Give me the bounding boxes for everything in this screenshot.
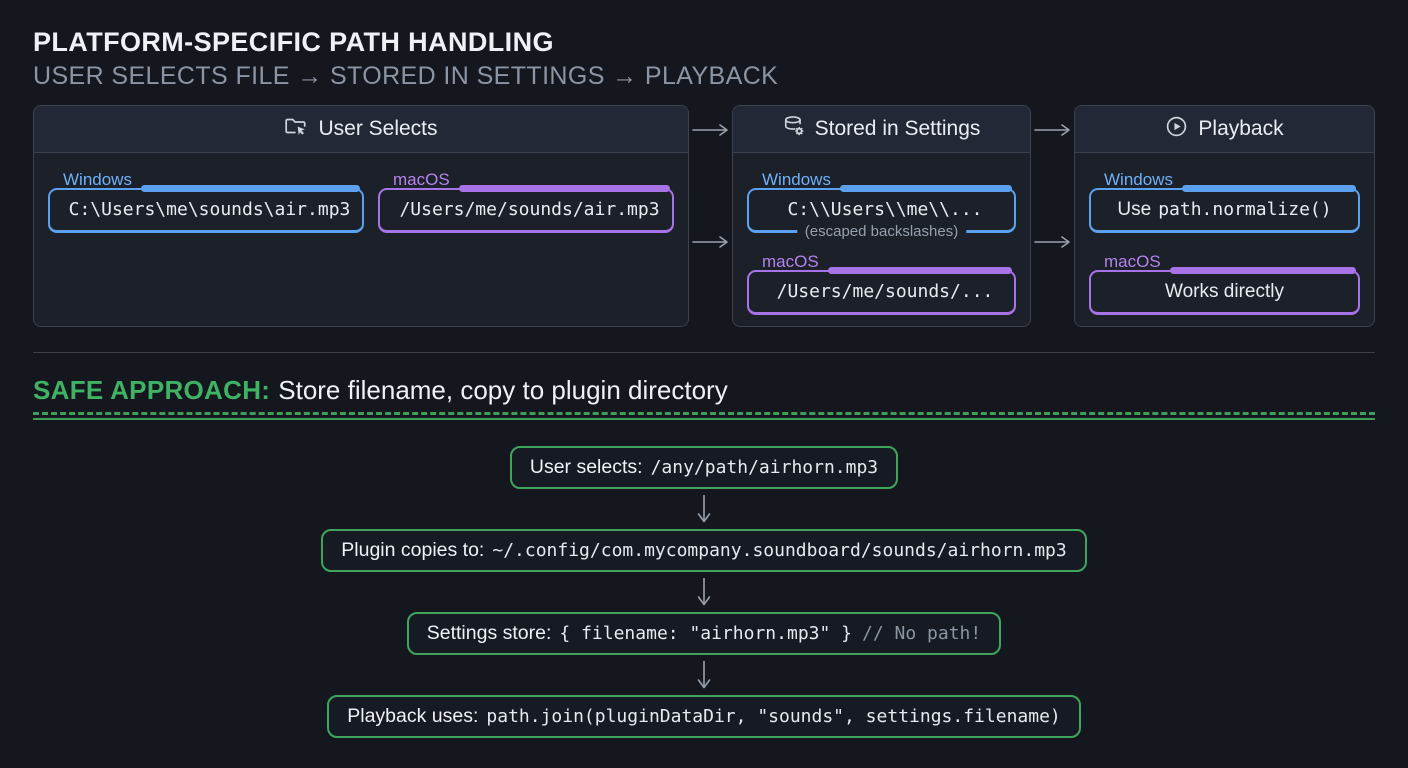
step-playback-uses: Playback uses: path.join(pluginDataDir, … [327,695,1081,738]
macos-path-box: /Users/me/sounds/air.mp3 [378,188,674,233]
windows-group-top: Windows [48,164,364,192]
down-arrow-icon [697,495,711,523]
macos-accent-bar [827,267,1012,274]
windows-path-code: C:\Users\me\sounds\air.mp3 [68,199,351,220]
step-label: Settings store: [426,622,552,644]
down-arrow-icon [697,578,711,606]
green-dashed-rule [33,412,1375,420]
windows-stored-box: C:\\Users\\me\\... (escaped backslashes) [747,188,1016,240]
safe-approach-heading: SAFE APPROACH:Store filename, copy to pl… [33,374,1375,406]
column-stored-in-settings-body: Windows C:\\Users\\me\\... (escaped back… [733,153,1030,326]
windows-playback-box: Use path.normalize() [1089,188,1360,233]
macos-label: macOS [393,170,450,189]
step-plugin-copies: Plugin copies to: ~/.config/com.mycompan… [321,529,1087,572]
windows-accent-bar [839,185,1012,192]
windows-label: Windows [63,170,132,189]
right-arrow-icon [1034,236,1070,248]
column-title: Playback [1198,117,1284,140]
column-playback-header: Playback [1075,106,1374,153]
step-code: { filename: "airhorn.mp3" } [559,623,853,644]
column-title: User Selects [318,117,438,140]
column-stored-in-settings: Stored in Settings Windows C:\\Users\\me… [732,105,1031,327]
windows-label: Windows [762,170,831,189]
right-arrow-icon [692,236,728,248]
safe-approach-rest: Store filename, copy to plugin directory [278,375,728,405]
column-playback-body: Windows Use path.normalize() macOS Works … [1075,153,1374,326]
column-playback: Playback Windows Use path.normalize() mac… [1074,105,1375,327]
arrow-gutter-1 [689,105,732,327]
settings-macos-group: macOS /Users/me/sounds/... [747,246,1016,315]
right-arrow-icon [1034,124,1070,136]
macos-playback-box: Works directly [1089,270,1360,315]
safe-approach-steps: User selects: /any/path/airhorn.mp3 Plug… [33,446,1375,738]
macos-group-top: macOS [378,164,674,192]
step-label: Playback uses: [347,705,479,727]
settings-windows-group: Windows C:\\Users\\me\\... (escaped back… [747,164,1016,240]
playback-windows-group: Windows Use path.normalize() [1089,164,1360,233]
macos-accent-bar [458,185,670,192]
safe-approach-highlight: SAFE APPROACH: [33,375,271,405]
windows-accent-bar [1181,185,1356,192]
column-title: Stored in Settings [814,117,981,140]
windows-accent-bar [140,185,360,192]
macos-path-code: /Users/me/sounds/air.mp3 [399,199,660,220]
step-settings-store: Settings store: { filename: "airhorn.mp3… [406,612,1002,655]
windows-path-box: C:\Users\me\sounds\air.mp3 [48,188,364,233]
step-code: ~/.config/com.mycompany.soundboard/sound… [492,540,1067,561]
macos-stored-box: /Users/me/sounds/... [747,270,1016,315]
macos-group-top: macOS [747,246,1016,274]
column-user-selects-body: Windows C:\Users\me\sounds\air.mp3 macOS… [34,153,688,326]
macos-group-top: macOS [1089,246,1360,274]
macos-accent-bar [1169,267,1356,274]
arrow-gutter-2 [1031,105,1074,327]
page-subtitle: USER SELECTS FILE → STORED IN SETTINGS →… [33,62,779,90]
column-user-selects: User Selects Windows C:\Users\me\sounds\… [33,105,689,327]
windows-playback-code: path.normalize() [1158,199,1332,220]
windows-playback-prefix: Use [1117,199,1152,220]
user-selects-macos-group: macOS /Users/me/sounds/air.mp3 [378,164,674,233]
step-user-selects: User selects: /any/path/airhorn.mp3 [509,446,899,489]
escaped-backslashes-caption: (escaped backslashes) [796,222,967,240]
windows-label: Windows [1104,170,1173,189]
database-gear-icon [783,115,805,143]
step-label: User selects: [529,456,643,478]
step-code: /any/path/airhorn.mp3 [650,457,879,478]
play-circle-icon [1165,115,1188,144]
user-selects-windows-group: Windows C:\Users\me\sounds\air.mp3 [48,164,364,233]
step-label: Plugin copies to: [341,539,485,561]
macos-playback-text: Works directly [1165,281,1284,302]
down-arrow-icon [697,661,711,689]
macos-stored-code: /Users/me/sounds/... [776,281,994,302]
macos-label: macOS [1104,252,1161,271]
right-arrow-icon [692,124,728,136]
macos-label: macOS [762,252,819,271]
folder-cursor-icon [284,115,308,143]
windows-group-top: Windows [747,164,1016,192]
windows-stored-code: C:\\Users\\me\\... [787,199,983,220]
platform-flow-row: User Selects Windows C:\Users\me\sounds\… [33,105,1375,327]
step-comment: // No path! [862,623,982,644]
playback-macos-group: macOS Works directly [1089,246,1360,315]
page-title: PLATFORM-SPECIFIC PATH HANDLING [33,27,554,57]
step-code: path.join(pluginDataDir, "sounds", setti… [486,706,1061,727]
column-stored-in-settings-header: Stored in Settings [733,106,1030,153]
section-divider [33,352,1375,353]
column-user-selects-header: User Selects [34,106,688,153]
windows-group-top: Windows [1089,164,1360,192]
